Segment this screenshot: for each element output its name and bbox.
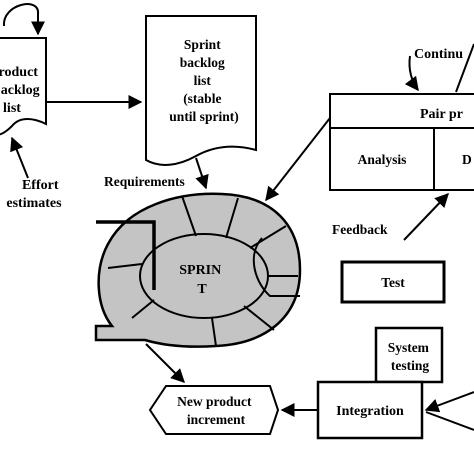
integration-label: Integration — [336, 404, 404, 419]
effort-estimates-label: Effort estimates — [6, 178, 62, 211]
sprint-backlog-shape — [145, 15, 257, 166]
svg-text:SPRIN T: SPRIN T — [179, 263, 225, 297]
effort-line-1: Effort — [22, 178, 59, 193]
integration-in-arrow-1 — [424, 391, 474, 413]
system-testing-box: System testing — [374, 326, 444, 384]
new-increment-line-2: increment — [187, 412, 246, 427]
test-label: Test — [381, 275, 405, 290]
svg-text:roduct acklog list: roduct acklog list — [0, 65, 43, 116]
integration-box: Integration — [316, 380, 424, 440]
new-increment-line-1: New product — [177, 394, 252, 409]
requirements-label: Requirements — [104, 174, 185, 189]
sprint-backlog-line-4: (stable — [183, 91, 221, 106]
product-backlog-shape — [0, 37, 47, 136]
feedback-arrow — [403, 192, 449, 241]
sprint-label-line-1: SPRIN — [179, 263, 221, 278]
sprint-backlog-line-5: until sprint) — [169, 109, 238, 124]
system-testing-line-1: System — [388, 340, 430, 355]
analysis-cell: Analysis — [358, 152, 407, 167]
sprint-backlog-node: Sprint backlog list (stable until sprint… — [145, 15, 257, 166]
product-backlog-line-1: roduct — [0, 65, 38, 80]
pair-programming-title: Pair pr — [420, 107, 463, 122]
continuous-label: Continu — [414, 47, 463, 62]
sprint-label-line-2: T — [197, 282, 207, 297]
sprint-to-increment-arrow — [145, 343, 185, 383]
sprint-backlog-line-1: Sprint — [184, 37, 221, 52]
product-backlog-node: roduct acklog list — [0, 37, 47, 136]
svg-text:New product increment: New product increment — [177, 394, 255, 427]
new-increment-node: New product increment — [148, 385, 280, 435]
svg-text:Sprint backlog lis: Sprint backlog list (stable until sprint… — [169, 37, 238, 124]
continuous-arrow — [404, 55, 419, 92]
effort-line-2: estimates — [6, 196, 62, 211]
backlog-loop-arrow — [2, 3, 45, 36]
sprint-cycle: SPRIN T — [94, 192, 302, 348]
product-backlog-line-3: list — [3, 101, 21, 116]
effort-arrow — [10, 136, 29, 179]
pair-to-sprint-arrow — [265, 117, 331, 202]
continuous-line — [455, 43, 474, 93]
design-cell: D — [462, 152, 472, 167]
pair-programming-box: Pair pr Analysis D — [329, 93, 474, 191]
sprint-cycle-dividers — [107, 195, 298, 347]
integration-in-line-2 — [425, 411, 474, 431]
sprint-entry-bracket — [96, 220, 156, 290]
sprint-backlog-line-3: list — [194, 73, 212, 88]
test-box: Test — [340, 260, 446, 304]
product-backlog-line-2: acklog — [1, 83, 40, 98]
svg-text:System testing: System testing — [388, 340, 433, 373]
feedback-label: Feedback — [332, 222, 388, 237]
sprint-cycle-lobe — [252, 237, 300, 297]
sprint-backlog-line-2: backlog — [180, 55, 225, 70]
system-testing-line-2: testing — [391, 358, 429, 373]
requirements-arrow — [195, 157, 209, 190]
new-increment-shape — [148, 385, 280, 435]
